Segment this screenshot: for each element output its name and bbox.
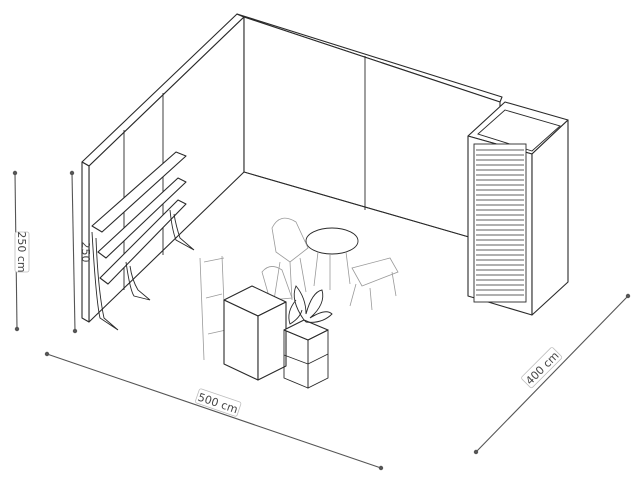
height-outer-label: 250 cm xyxy=(15,231,28,272)
cabinet-shutter xyxy=(473,143,527,303)
booth-walls xyxy=(81,13,503,323)
plant-stand xyxy=(283,285,333,389)
depth-label: 400 cm xyxy=(523,349,561,387)
height-inner-label: 250 xyxy=(79,242,92,263)
width-dimension: 500 cm xyxy=(44,351,384,471)
wall-shelves xyxy=(91,151,195,331)
height-inner-dimension: 250 xyxy=(69,170,92,334)
counter xyxy=(223,285,287,381)
table-and-chairs xyxy=(199,217,399,361)
depth-dimension: 400 cm xyxy=(473,293,631,455)
storage-cabinet xyxy=(467,101,569,316)
plant-icon xyxy=(288,285,333,325)
height-outer-dimension: 250 cm xyxy=(12,170,30,332)
